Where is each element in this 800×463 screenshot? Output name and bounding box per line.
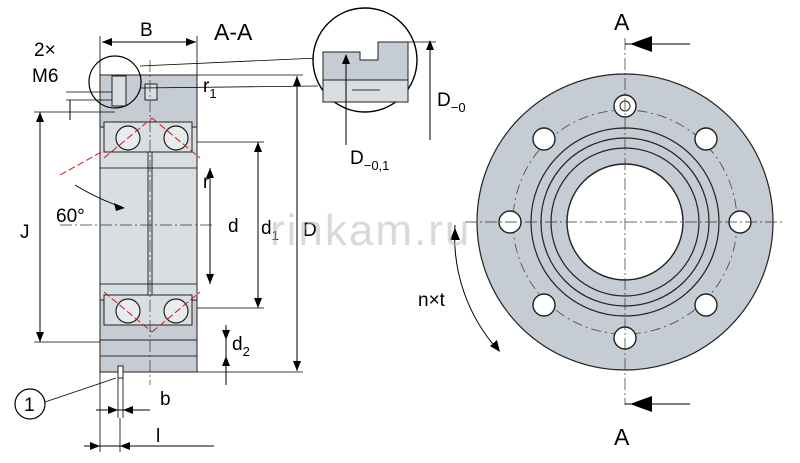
label-D0: D−0	[437, 90, 466, 115]
label-D01: D−0,1	[350, 148, 389, 173]
label-r1: r1	[203, 76, 217, 101]
screw-hole	[144, 83, 158, 101]
ball-bottom-left	[115, 298, 141, 324]
pressure-line-ext	[59, 149, 106, 176]
hole-2	[694, 127, 718, 151]
dim-l-arrows	[90, 442, 130, 450]
section-title: A-A	[214, 19, 253, 45]
label-r: r	[203, 172, 210, 193]
dim-D0-arrow	[426, 40, 434, 50]
label-section-top: A	[614, 9, 630, 35]
dim-B-arrows	[102, 38, 196, 46]
section-arrow-bottom	[630, 396, 652, 412]
label-d1: d1	[261, 218, 279, 243]
label-d2: d2	[232, 334, 250, 359]
callout-circle	[14, 388, 46, 420]
label-section-bottom: A	[614, 424, 630, 450]
dim-D01-arrow	[342, 54, 350, 64]
detail-leader-2	[140, 85, 319, 89]
detail-marker-circle	[88, 55, 142, 109]
contact-line-1	[103, 117, 153, 159]
detail-leader-1	[139, 57, 319, 67]
contact-line-2	[151, 117, 201, 159]
set-screw	[111, 75, 127, 107]
label-D: D	[303, 220, 317, 241]
hole-6	[532, 293, 556, 317]
section-arrow-top	[630, 36, 652, 52]
front-view	[450, 36, 785, 412]
detail-view	[88, 7, 436, 145]
label-angle: 60°	[56, 206, 85, 227]
label-b: b	[160, 389, 171, 410]
dim-d2-arrows	[222, 330, 230, 366]
label-l: l	[156, 426, 160, 447]
label-J: J	[20, 222, 30, 243]
contact-line-4	[151, 291, 201, 333]
inner-ring-body	[99, 126, 198, 301]
detail-section-lower	[322, 79, 409, 103]
label-d: d	[228, 216, 239, 237]
label-callout: 1	[24, 395, 35, 416]
label-screws-thread: M6	[32, 66, 58, 87]
callout-leader	[44, 377, 117, 403]
label-n-t: n×t	[418, 290, 446, 311]
angle-arrow	[114, 203, 125, 211]
section-dimensions	[14, 36, 303, 452]
section-view	[59, 60, 215, 385]
hole-4	[694, 293, 718, 317]
contact-line-3	[103, 291, 153, 333]
hole-8	[532, 127, 556, 151]
watermark: rinkam.ru	[270, 206, 471, 255]
label-B: B	[140, 20, 153, 41]
label-screws-count: 2×	[34, 40, 56, 61]
lube-slot	[117, 365, 124, 379]
pitch-arc	[454, 224, 499, 351]
dim-b-arrows	[108, 406, 133, 414]
